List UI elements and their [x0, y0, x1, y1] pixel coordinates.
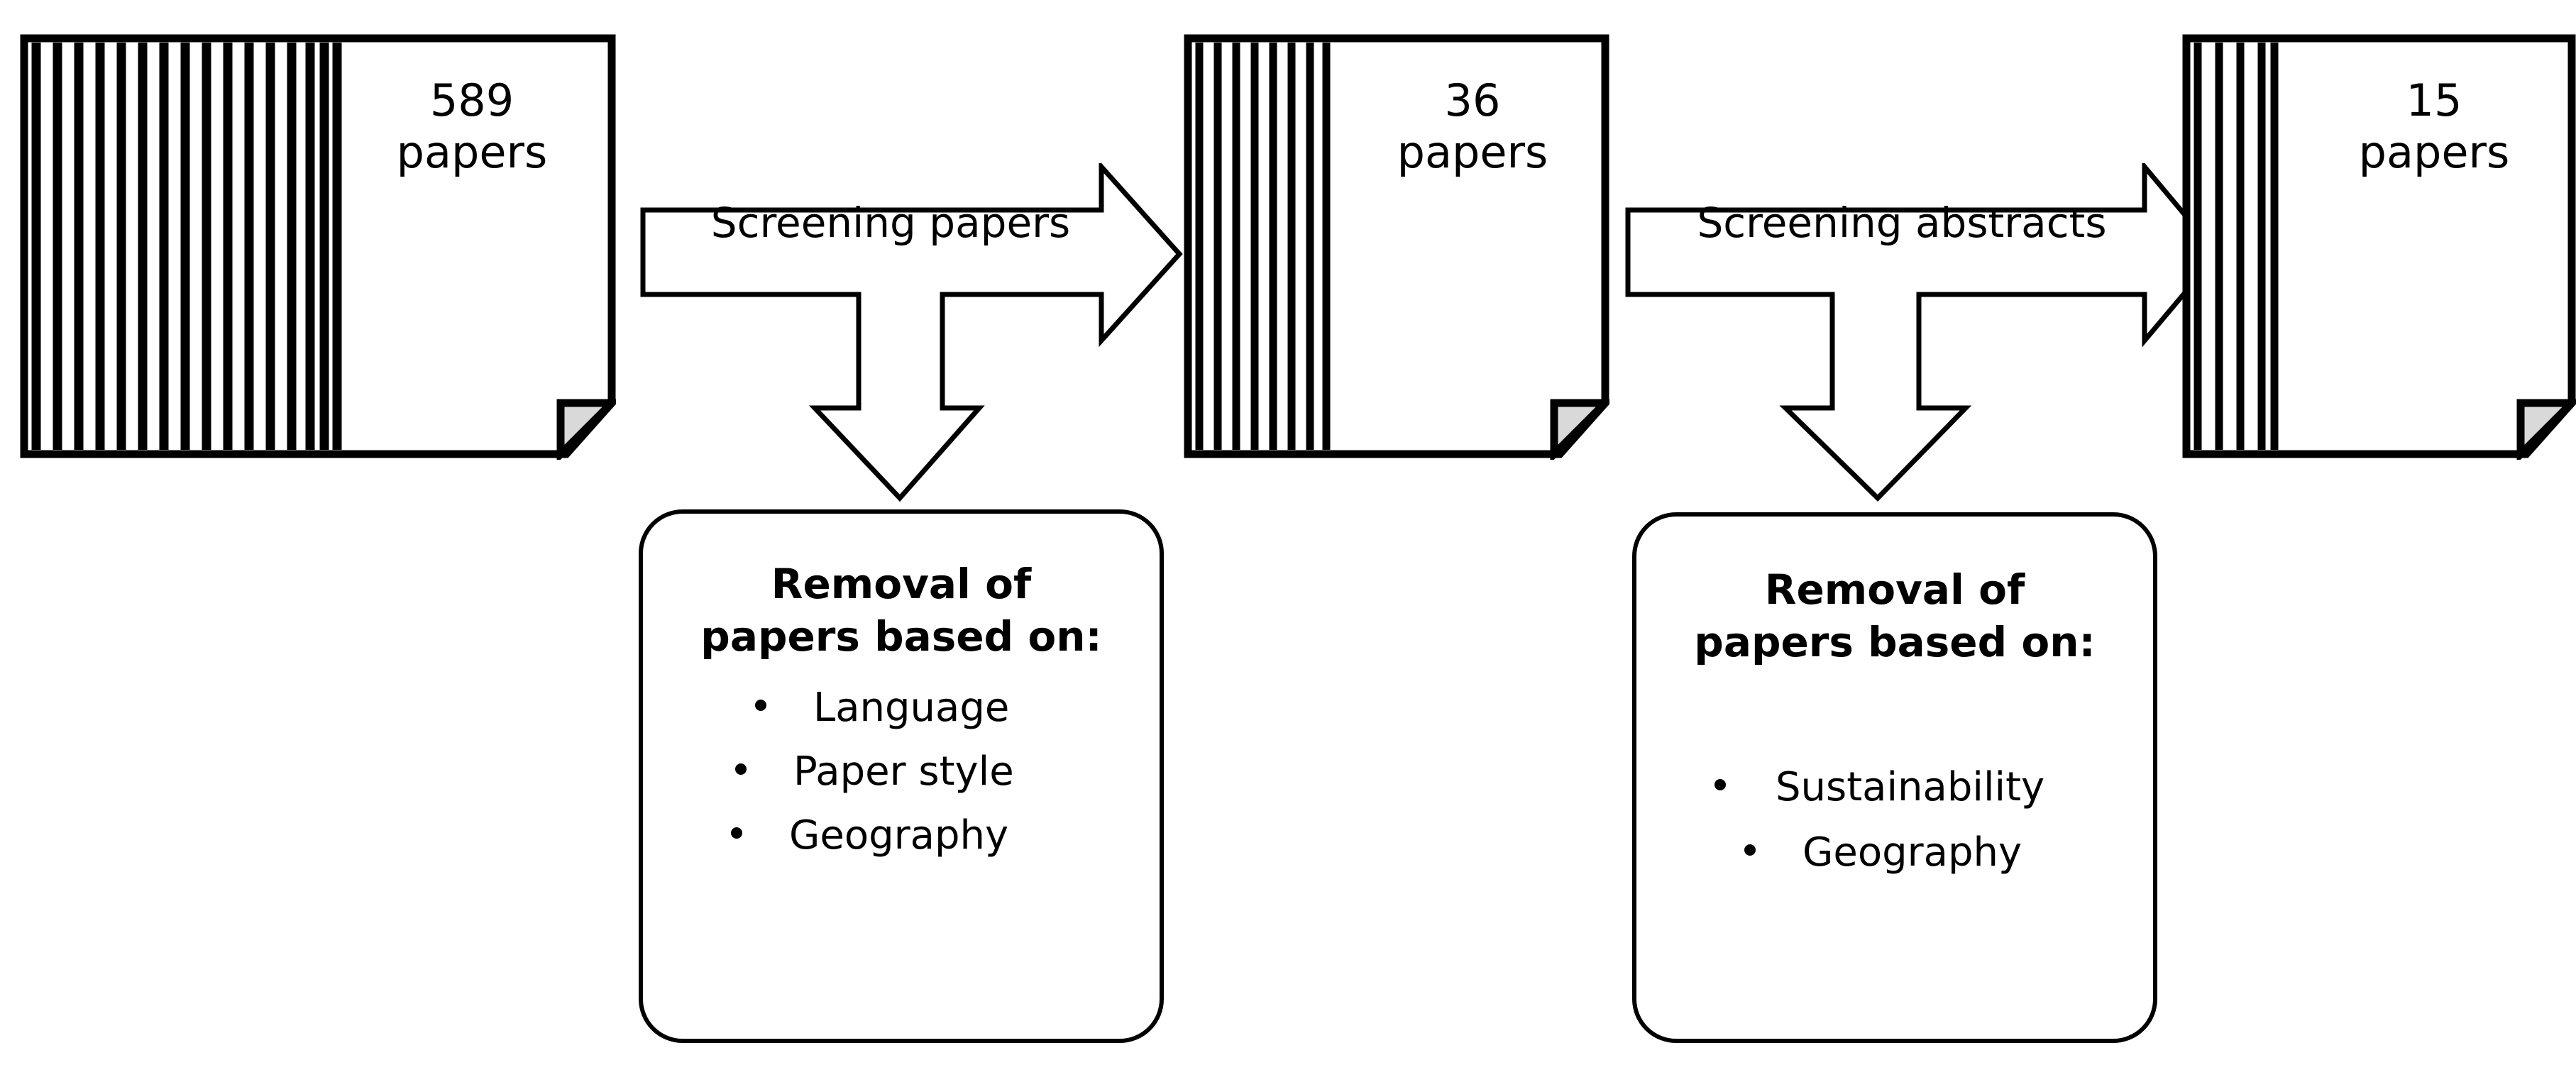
bullet-icon: [1744, 844, 1756, 856]
document-stack-icon: [1184, 34, 1615, 464]
list-item: Paper style: [671, 752, 1131, 792]
list-item: Sustainability: [1665, 768, 2125, 807]
document-stack-15: [2182, 34, 2576, 464]
document-stack-icon: [2182, 34, 2576, 464]
bullet-icon: [731, 827, 742, 839]
list-item-label: Geography: [1802, 829, 2022, 876]
list-item-label: Sustainability: [1776, 764, 2045, 811]
removal-box-1: Removal of papers based on: Language Pap…: [639, 509, 1164, 1043]
list-item-label: Geography: [789, 812, 1009, 859]
document-stack-36: [1184, 34, 1615, 464]
list-item-label: Paper style: [793, 749, 1014, 795]
bullet-icon: [1714, 779, 1726, 791]
document-stack-589: [20, 34, 622, 464]
document-stack-icon: [20, 34, 622, 464]
transition-arrow-screening-papers: [624, 160, 1192, 504]
transition-2-label: Screening abstracts: [1697, 199, 2107, 247]
removal-box-2: Removal of papers based on: Sustainabili…: [1632, 512, 2157, 1043]
transition-arrow-screening-abstracts: [1618, 160, 2221, 504]
bullet-icon: [735, 763, 747, 775]
transition-1-label: Screening papers: [710, 199, 1071, 247]
right-down-arrow-icon: [1625, 160, 2221, 502]
list-item-label: Language: [813, 685, 1010, 732]
list-item: Geography: [671, 816, 1131, 856]
list-item: Geography: [1665, 833, 2125, 873]
removal-box-1-title: Removal of papers based on:: [700, 560, 1102, 661]
removal-box-1-list: Language Paper style Geography: [671, 663, 1131, 856]
list-item: Language: [671, 688, 1131, 728]
right-down-arrow-icon: [640, 160, 1183, 502]
bullet-icon: [755, 700, 766, 712]
removal-box-2-title: Removal of papers based on:: [1694, 565, 2096, 667]
removal-box-2-list: Sustainability Geography: [1665, 668, 2125, 873]
